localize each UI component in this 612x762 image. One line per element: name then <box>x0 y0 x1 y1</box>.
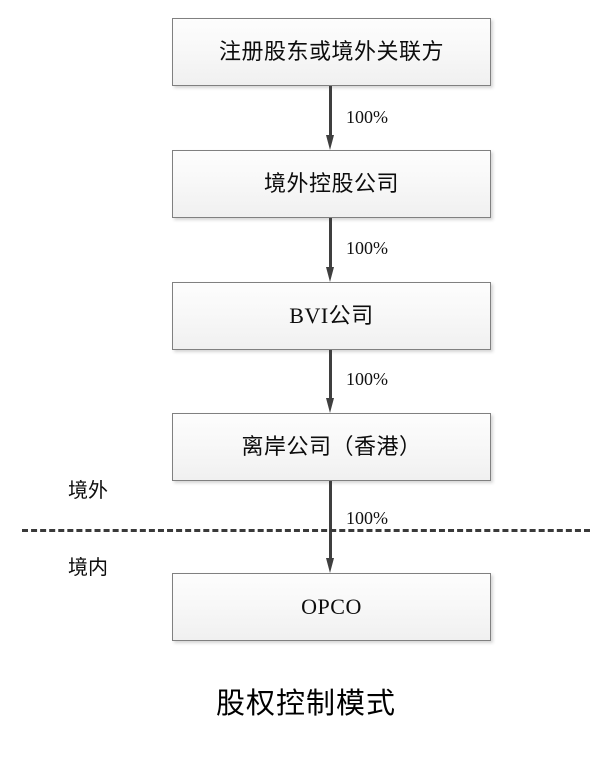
node-label: OPCO <box>301 594 362 619</box>
diagram-caption: 股权控制模式 <box>215 688 396 720</box>
arrow-head <box>326 558 334 573</box>
ownership-label-shareholders-to-holding: 100% <box>346 107 388 127</box>
node-label: 注册股东或境外关联方 <box>218 39 444 64</box>
node-offshore-company-hongkong[interactable]: 离岸公司（香港） <box>172 413 491 481</box>
arrow-down-icon-bvi-to-hongkong <box>326 350 335 413</box>
node-offshore-holding-company[interactable]: 境外控股公司 <box>172 150 491 218</box>
arrow-stem <box>329 218 332 268</box>
ownership-label-hongkong-to-opco: 100% <box>346 508 388 528</box>
arrow-down-icon-holding-to-bvi <box>326 218 335 282</box>
arrow-head <box>326 135 334 150</box>
arrow-down-icon-hongkong-to-opco <box>326 481 335 573</box>
node-label: 境外控股公司 <box>263 171 399 196</box>
arrow-down-icon-shareholders-to-holding <box>326 86 335 150</box>
node-label: BVI公司 <box>289 303 374 328</box>
arrow-stem <box>329 481 332 559</box>
node-label: 离岸公司（香港） <box>241 434 422 459</box>
arrow-head <box>326 398 334 413</box>
zone-label-onshore: 境内 <box>68 557 108 579</box>
jurisdiction-divider-line <box>22 529 590 532</box>
node-opco[interactable]: OPCO <box>172 573 491 641</box>
arrow-stem <box>329 86 332 136</box>
zone-label-offshore: 境外 <box>68 480 108 502</box>
ownership-label-bvi-to-hongkong: 100% <box>346 369 388 389</box>
ownership-label-holding-to-bvi: 100% <box>346 238 388 258</box>
node-registered-shareholders[interactable]: 注册股东或境外关联方 <box>172 18 491 86</box>
node-bvi-company[interactable]: BVI公司 <box>172 282 491 350</box>
arrow-stem <box>329 350 332 399</box>
arrow-head <box>326 267 334 282</box>
